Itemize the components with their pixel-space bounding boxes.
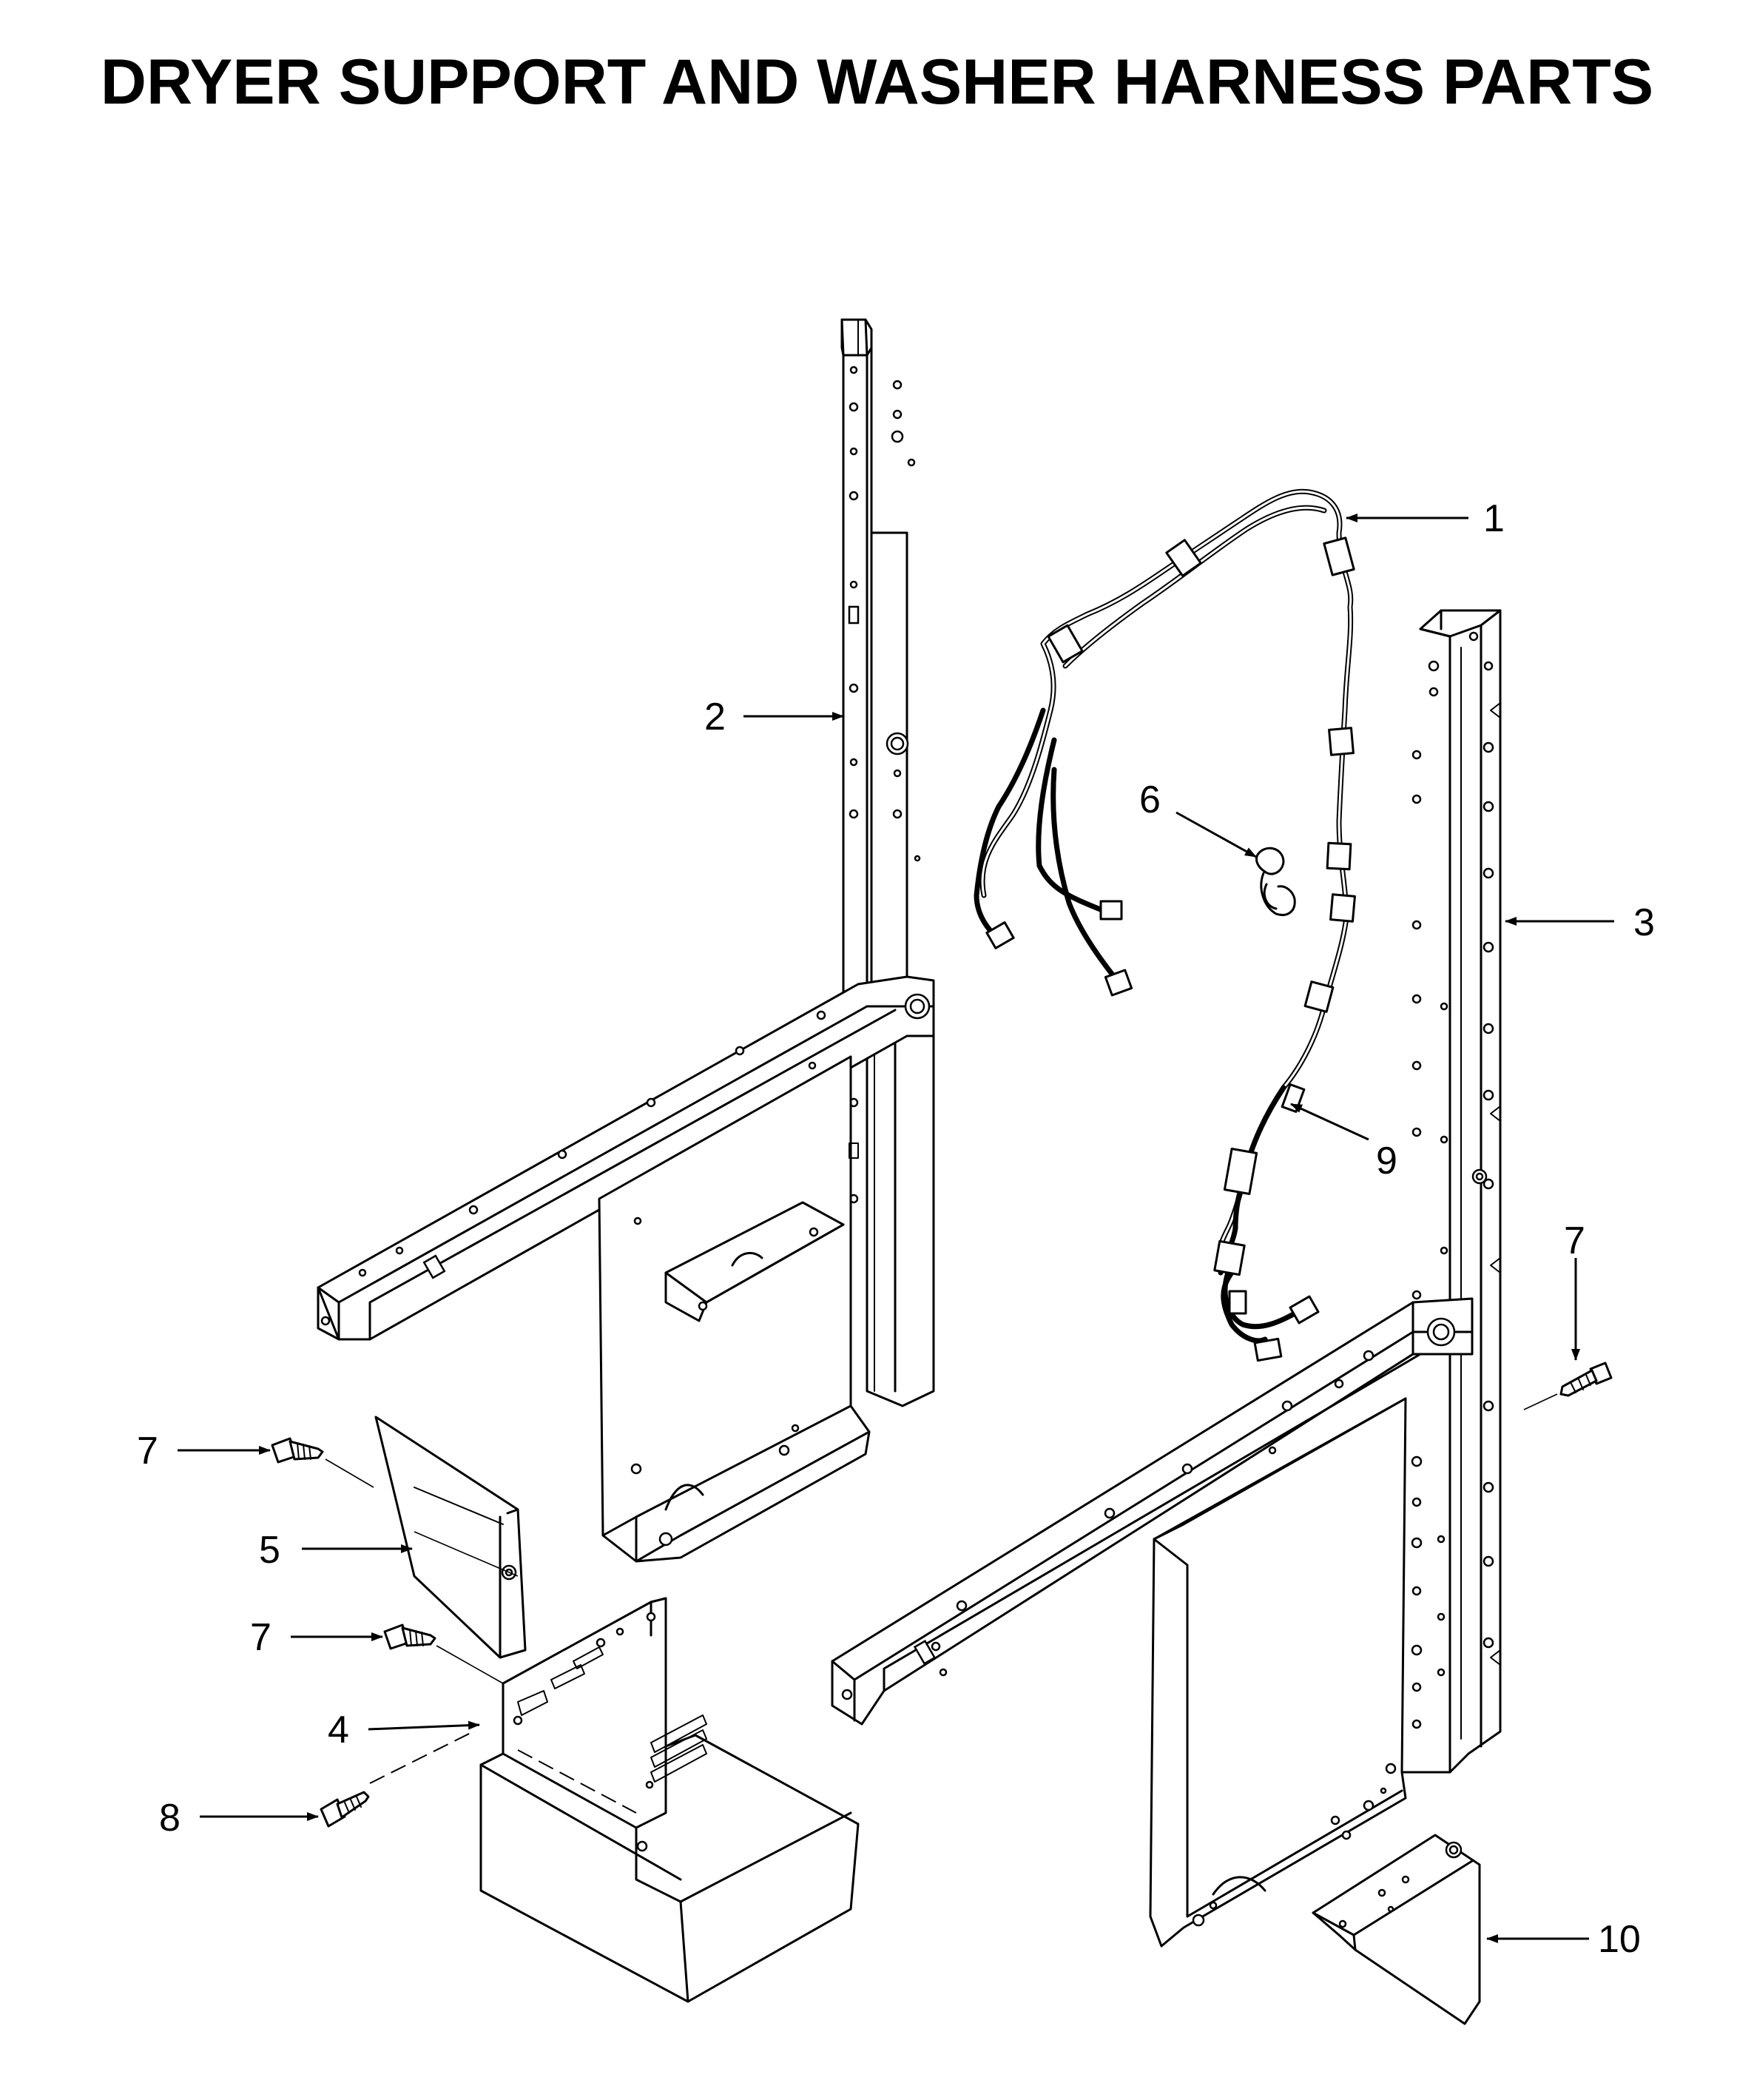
callout-10-label: 10 bbox=[1598, 1918, 1641, 1961]
callout-1: 1 bbox=[1346, 497, 1505, 540]
callout-3-label: 3 bbox=[1633, 901, 1655, 944]
callout-7-upper-left-label: 7 bbox=[137, 1430, 158, 1473]
callout-8: 8 bbox=[159, 1797, 319, 1840]
callout-6: 6 bbox=[1139, 778, 1257, 858]
wire-harness bbox=[974, 488, 1356, 1362]
left-dryer-support bbox=[317, 318, 935, 1563]
shield-plate bbox=[374, 1416, 527, 1659]
screw-7-right bbox=[1559, 1362, 1613, 1397]
callout-5-label: 5 bbox=[259, 1529, 280, 1572]
callout-4: 4 bbox=[328, 1709, 480, 1751]
callout-6-label: 6 bbox=[1139, 778, 1161, 821]
screw-7-middle-left bbox=[383, 1623, 436, 1650]
callout-4-label: 4 bbox=[328, 1709, 349, 1751]
right-dryer-support bbox=[831, 609, 1502, 1948]
harness-clip bbox=[1255, 847, 1296, 916]
callout-2-label: 2 bbox=[704, 696, 726, 738]
corner-bracket bbox=[1312, 1834, 1481, 2025]
page-title: DRYER SUPPORT AND WASHER HARNESS PARTS bbox=[100, 47, 1654, 118]
callout-7-right-label: 7 bbox=[1564, 1219, 1585, 1262]
callout-7-upper-left: 7 bbox=[137, 1430, 271, 1473]
callout-9-label: 9 bbox=[1376, 1140, 1397, 1182]
callout-1-label: 1 bbox=[1483, 497, 1505, 540]
callout-7-right: 7 bbox=[1564, 1219, 1585, 1361]
callout-2: 2 bbox=[704, 696, 844, 738]
callout-3: 3 bbox=[1505, 901, 1655, 944]
lower-bracket bbox=[479, 1597, 860, 2003]
callout-8-label: 8 bbox=[159, 1797, 181, 1840]
callout-9: 9 bbox=[1290, 1103, 1397, 1182]
callout-7-middle-left: 7 bbox=[250, 1616, 383, 1659]
callout-10: 10 bbox=[1486, 1918, 1641, 1961]
callout-7-middle-left-label: 7 bbox=[250, 1616, 271, 1659]
screw-7-upper-left bbox=[271, 1437, 324, 1464]
callout-5: 5 bbox=[259, 1529, 413, 1572]
screw-8 bbox=[320, 1791, 370, 1828]
